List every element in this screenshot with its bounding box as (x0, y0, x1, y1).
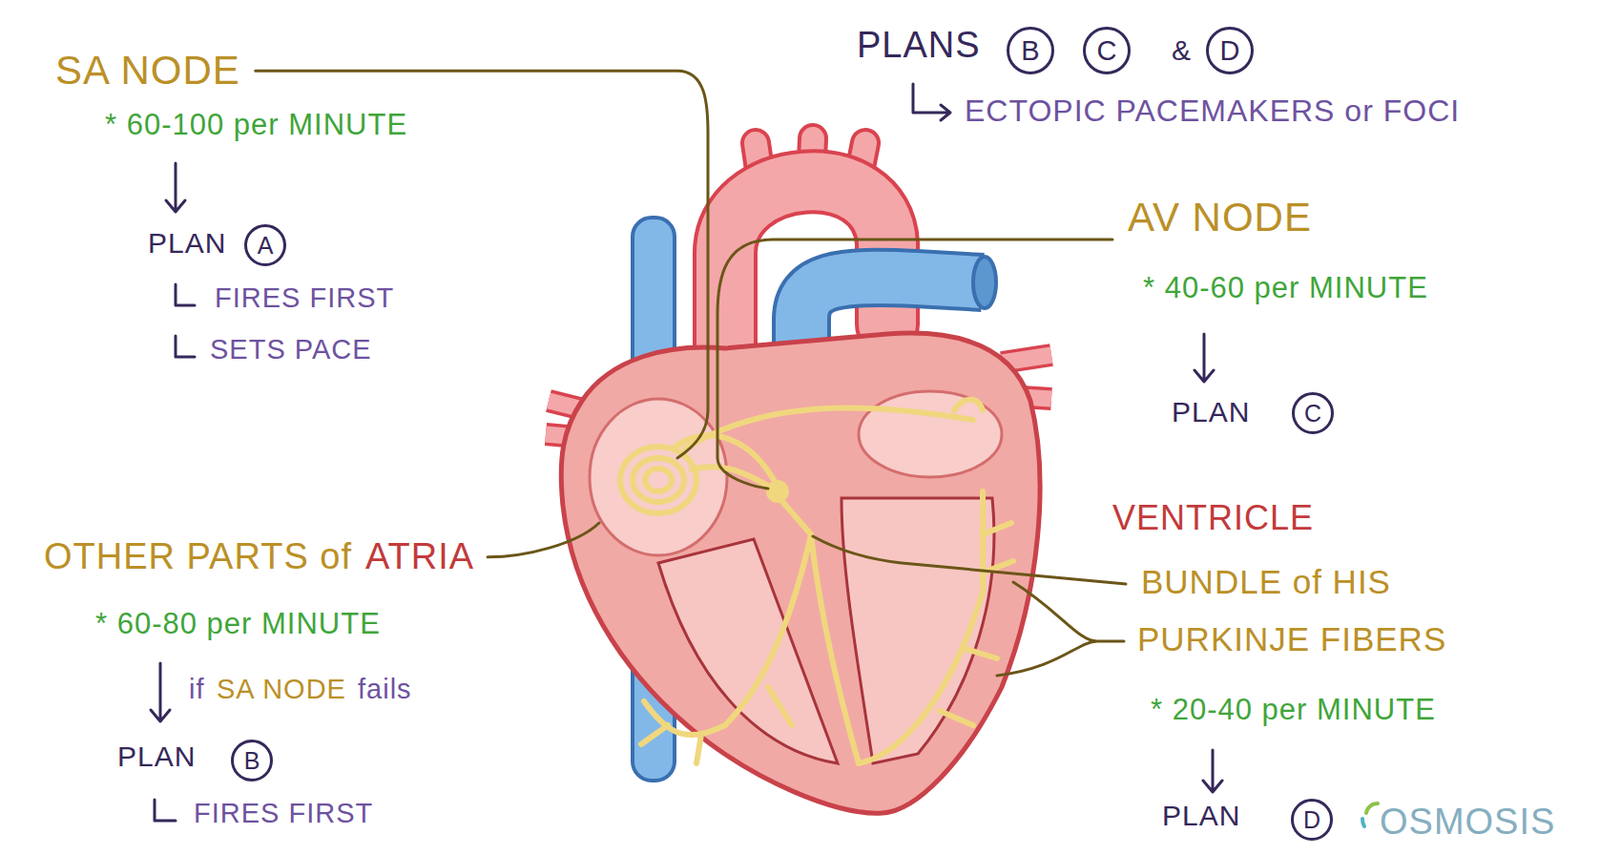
label-text: * 40-60 per MINUTE (1142, 270, 1429, 306)
conduction-system (644, 468, 672, 492)
label-text: FIRES FIRST (214, 282, 395, 314)
tree-hook (175, 284, 195, 306)
logo-mark (1362, 818, 1365, 827)
label-text: PLANS (856, 24, 981, 67)
heart-body (658, 539, 838, 764)
label-text: ATRIA (365, 536, 475, 579)
label-text: * 60-80 per MINUTE (95, 606, 381, 642)
watermark: OSMOSIS (1379, 801, 1556, 844)
tree-hook (913, 83, 951, 121)
plan-circle: C (1291, 392, 1334, 435)
plan-circle: D (1290, 798, 1333, 841)
plan-circle: A (244, 224, 287, 267)
conduction-system (620, 399, 1014, 764)
plan-circle: C (1082, 26, 1131, 75)
label-text: PLAN (117, 740, 196, 774)
conduction-system (725, 534, 811, 726)
plan-letter: D (1220, 37, 1241, 65)
plan-letter: C (1097, 37, 1118, 65)
pulmonary-vessels (973, 256, 997, 309)
conduction-system (672, 435, 778, 487)
conduction-system (620, 446, 697, 514)
plan-circle: D (1205, 26, 1254, 75)
tree-hook (154, 83, 951, 821)
plan-letter: B (244, 748, 261, 773)
label-text: PLAN (1171, 395, 1250, 430)
conduction-system (685, 399, 983, 449)
label-text: VENTRICLE (1112, 498, 1314, 538)
logo-mark (1362, 803, 1378, 827)
conduction-system (632, 457, 685, 502)
label-text: SA NODE (55, 47, 241, 94)
leader-line (997, 581, 1124, 676)
label-text: PLAN (1162, 799, 1241, 833)
heart-body (561, 332, 1040, 813)
tree-hook (175, 335, 195, 357)
leader-line (812, 536, 1126, 584)
conduction-system (939, 522, 1014, 726)
label-text: & (1171, 34, 1192, 68)
down-arrow (150, 663, 170, 722)
leader-line (717, 239, 1113, 489)
conduction-system (810, 534, 859, 764)
leader-line (255, 70, 1126, 676)
plan-letter: C (1304, 401, 1322, 426)
down-arrow (1194, 333, 1214, 382)
label-text: PURKINJE FIBERS (1137, 620, 1447, 659)
plan-circle: B (1006, 26, 1055, 75)
label-text: AV NODE (1127, 194, 1312, 241)
plan-circle: B (230, 739, 273, 782)
label-text: BUNDLE of HIS (1141, 562, 1392, 602)
tree-hook (154, 799, 176, 821)
leader-line (487, 522, 600, 558)
label-text: SETS PACE (209, 333, 373, 366)
plan-letter: A (257, 233, 274, 258)
logo-mark (1366, 803, 1378, 813)
label-text: PLAN (147, 227, 227, 261)
heart-body (561, 332, 1040, 813)
label-text: SA NODE (216, 673, 347, 706)
down-arrow (150, 163, 1223, 792)
plan-letter: B (1020, 37, 1039, 65)
label-text: ECTOPIC PACEMAKERS or FOCI (964, 93, 1460, 129)
conduction-system (641, 686, 792, 764)
down-arrow (166, 163, 186, 212)
label-text: FIRES FIRST (193, 797, 374, 830)
label-text: OTHER PARTS of (43, 536, 353, 579)
conduction-system (777, 496, 811, 535)
label-text: fails (357, 673, 413, 706)
label-text: * 20-40 per MINUTE (1150, 692, 1436, 728)
label-text: * 60-100 per MINUTE (104, 107, 408, 143)
down-arrow (1203, 749, 1223, 792)
plan-letter: D (1303, 808, 1321, 832)
label-text: if (188, 673, 206, 706)
